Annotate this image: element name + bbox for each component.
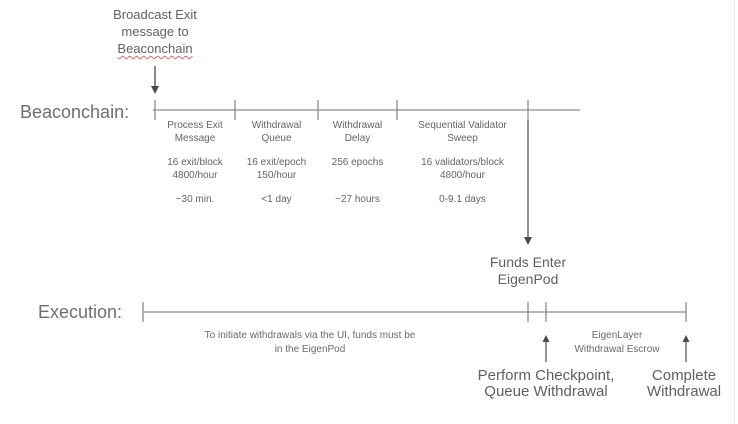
beaconchain-timeline bbox=[153, 100, 580, 120]
segment-rate-line: 16 exit/epoch bbox=[246, 157, 307, 168]
perform-up-arrow-icon bbox=[542, 335, 550, 362]
segment-duration: <1 day bbox=[261, 194, 292, 205]
segment-rate-line: 4800/hour bbox=[172, 170, 218, 181]
segment-title-line: Queue bbox=[261, 133, 292, 144]
segment-title-line: Withdrawal bbox=[332, 120, 383, 131]
escrow-note-line-2: Withdrawal Escrow bbox=[574, 344, 660, 355]
segment-title-line: Withdrawal bbox=[251, 120, 302, 131]
eigenlayer-withdrawal-escrow-note: EigenLayer Withdrawal Escrow bbox=[552, 329, 682, 357]
segment-title-line: Delay bbox=[344, 133, 371, 144]
segment-rate-line: 150/hour bbox=[256, 170, 297, 181]
segment-duration: 0-9.1 days bbox=[439, 194, 486, 205]
broadcast-note-line-2: message to bbox=[121, 24, 189, 39]
beaconchain-row-label: Beaconchain: bbox=[20, 102, 130, 122]
complete-withdrawal-note: Complete Withdrawal bbox=[624, 368, 738, 400]
segment-title-line: Process Exit bbox=[167, 120, 223, 131]
segment-rate-line: 256 epochs bbox=[331, 157, 384, 168]
perform-note-line-1: Perform Checkpoint, bbox=[477, 367, 615, 384]
funds-enter-eigenpod-note: Funds Enter EigenPod bbox=[468, 254, 588, 288]
complete-note-line-1: Complete bbox=[651, 367, 717, 384]
complete-up-arrow-icon bbox=[682, 335, 690, 362]
perform-note-line-2: Queue Withdrawal bbox=[484, 383, 608, 400]
broadcast-down-arrow-icon bbox=[151, 66, 159, 94]
segment-duration: ~27 hours bbox=[335, 194, 380, 205]
initiate-note-line-1: To initiate withdrawals via the UI, fund… bbox=[204, 330, 416, 341]
segment-title-line: Sequential Validator bbox=[418, 120, 507, 131]
initiate-note-line-2: in the EigenPod bbox=[274, 344, 346, 355]
broadcast-note-line-1: Broadcast Exit bbox=[113, 7, 197, 22]
initiate-withdrawals-note: To initiate withdrawals via the UI, fund… bbox=[180, 329, 440, 357]
execution-row-label: Execution: bbox=[38, 302, 123, 322]
segment-rate-line: 16 exit/block bbox=[167, 157, 223, 168]
execution-timeline bbox=[142, 302, 687, 322]
segment-title-line: Message bbox=[174, 133, 216, 144]
segment-rate-line: 16 validators/block bbox=[421, 157, 504, 168]
escrow-note-line-1: EigenLayer bbox=[591, 330, 643, 341]
broadcast-note-line-3-misspelled: Beaconchain bbox=[117, 41, 193, 56]
funds-note-line-2: EigenPod bbox=[497, 271, 559, 287]
page-edge-divider bbox=[734, 0, 735, 424]
broadcast-exit-note: Broadcast Exit message to Beaconchain bbox=[95, 6, 215, 57]
funds-down-arrow-icon bbox=[524, 120, 532, 245]
segment-rate-line: 4800/hour bbox=[439, 170, 486, 181]
funds-note-line-1: Funds Enter bbox=[489, 254, 567, 270]
segment-process-exit-message: Process Exit Message 16 exit/block 4800/… bbox=[155, 119, 235, 206]
segment-title-line: Sweep bbox=[447, 133, 478, 144]
segment-withdrawal-delay: Withdrawal Delay 256 epochs ~27 hours bbox=[318, 119, 397, 206]
segment-withdrawal-queue: Withdrawal Queue 16 exit/epoch 150/hour … bbox=[235, 119, 318, 206]
segment-duration: ~30 min. bbox=[175, 194, 215, 205]
segment-sequential-validator-sweep: Sequential Validator Sweep 16 validators… bbox=[397, 119, 528, 206]
complete-note-line-2: Withdrawal bbox=[646, 383, 722, 400]
perform-checkpoint-note: Perform Checkpoint, Queue Withdrawal bbox=[466, 368, 626, 400]
